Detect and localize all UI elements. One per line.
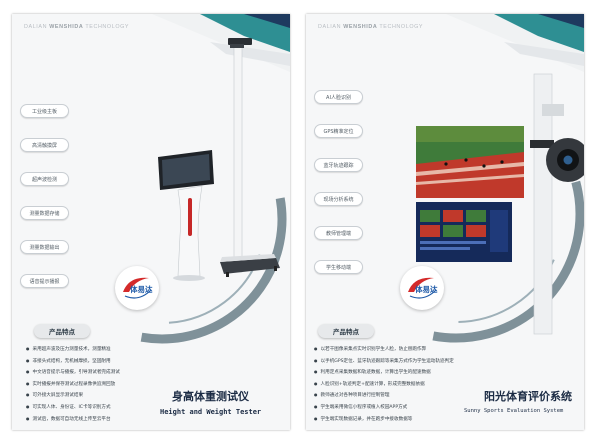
spec-item: ●教师通过对各种项目进行控制管理 <box>314 390 454 402</box>
bullet-icon: ● <box>314 357 318 363</box>
brand-suffix: TECHNOLOGY <box>379 24 424 30</box>
feature-pill: 教师管理端 <box>314 226 363 240</box>
product-title-cn: 阳光体育评价系统 <box>484 390 572 403</box>
feature-pill: AI人脸识别 <box>314 90 363 104</box>
spec-item: ●测试后，数据可自动无线上传至云平台 <box>26 414 120 426</box>
section-title: 产品特点 <box>318 324 374 338</box>
spec-text: 可实现人体、身份证、IC卡等识别方式 <box>32 404 111 410</box>
spec-item: ●实时播报并保存测试过程录像供追溯回放 <box>26 379 120 391</box>
spec-text: 可外接大屏显示测试结果 <box>32 393 84 399</box>
spec-text: 利用定点采集数据和轨迹数据，计算出学生的配速数据 <box>320 370 431 376</box>
feature-pill: 蓝牙轨迹跟踪 <box>314 158 363 172</box>
sports-system-photo <box>416 73 584 335</box>
feature-pill: 测量数据输出 <box>20 240 69 254</box>
logo-text: 体易达 <box>415 285 438 294</box>
spec-item: ●采用超声波及压力测量技术，测量精准 <box>26 344 120 356</box>
bullet-icon: ● <box>26 369 30 375</box>
bullet-icon: ● <box>26 392 30 398</box>
spec-item: ●学生端采用微信小程序或植入校园APP方式 <box>314 402 454 414</box>
spec-item: ●学生端实现数据记录，并在跑步中接收数据等 <box>314 414 454 426</box>
spec-text: 学生端采用微信小程序或植入校园APP方式 <box>320 404 408 410</box>
bullet-icon: ● <box>26 403 30 409</box>
brand-suffix: TECHNOLOGY <box>85 24 130 30</box>
spec-item: ●以手机GPS定位、蓝牙轨迹跟踪等采集方式作为学生运动轨迹判定 <box>314 356 454 368</box>
feature-pill: 现场分析系统 <box>314 192 363 206</box>
logo-swoosh-icon <box>123 277 152 299</box>
company-logo: 体易达 <box>115 266 159 310</box>
feature-pill: 工业级主板 <box>20 104 69 118</box>
product-title-en: Sunny Sports Evaluation System <box>464 408 564 414</box>
bullet-icon: ● <box>26 380 30 386</box>
spec-item: ●可实现人体、身份证、IC卡等识别方式 <box>26 402 120 414</box>
brand-prefix: DALIAN <box>24 24 48 30</box>
brochure-page-height-weight: DALIAN WENSHIDA TECHNOLOGY 工业级主板 高清触摸屏 超… <box>12 14 290 430</box>
spec-item: ●人脸识别+轨迹判定+配速计算，形成完整数据依据 <box>314 379 454 391</box>
spec-item: ●可外接大屏显示测试结果 <box>26 390 120 402</box>
product-title-cn: 身高体重测试仪 <box>172 390 249 403</box>
brand-header: DALIAN WENSHIDA TECHNOLOGY <box>24 24 129 30</box>
section-title: 产品特点 <box>34 324 90 338</box>
spec-text: 测试后，数据可自动无线上传至云平台 <box>32 416 111 422</box>
height-weight-tester-photo <box>158 38 280 281</box>
spec-text: 以若干图像采集点实时识别学生人脸，防止替跑作弊 <box>320 347 427 352</box>
logo-text: 体易达 <box>130 285 153 294</box>
spec-item: ●非接头式结构，无机械摩损，坚固耐用 <box>26 356 120 368</box>
feature-pill: 测量数据存储 <box>20 206 69 220</box>
brochure-page-sunny-sports: DALIAN WENSHIDA TECHNOLOGY <box>306 14 584 430</box>
bullet-icon: ● <box>314 392 318 398</box>
spec-text: 以手机GPS定位、蓝牙轨迹跟踪等采集方式作为学生运动轨迹判定 <box>320 358 454 364</box>
brand-name: WENSHIDA <box>343 24 378 30</box>
bullet-icon: ● <box>26 346 30 351</box>
feature-pill: 高清触摸屏 <box>20 138 69 152</box>
brand-prefix: DALIAN <box>318 24 342 30</box>
bullet-icon: ● <box>314 380 318 386</box>
spec-list: ●以若干图像采集点实时识别学生人脸，防止替跑作弊 ●以手机GPS定位、蓝牙轨迹跟… <box>314 344 454 425</box>
bullet-icon: ● <box>26 415 30 421</box>
feature-list: 工业级主板 高清触摸屏 超声波检测 测量数据存储 测量数据输出 语音提示播报 <box>20 104 69 308</box>
bullet-icon: ● <box>314 415 318 421</box>
feature-pill: GPS精准定位 <box>314 124 363 138</box>
spec-text: 实时播报并保存测试过程录像供追溯回放 <box>32 381 116 387</box>
feature-pill: 学生移动端 <box>314 260 363 274</box>
brand-name: WENSHIDA <box>49 24 84 30</box>
spec-text: 中文语音提示与播报，引导测试者完成测试 <box>32 370 120 376</box>
feature-pill: 语音提示播报 <box>20 274 69 288</box>
spec-list: ●采用超声波及压力测量技术，测量精准 ●非接头式结构，无机械摩损，坚固耐用 ●中… <box>26 344 120 425</box>
spec-text: 非接头式结构，无机械摩损，坚固耐用 <box>32 358 111 364</box>
spec-text: 人脸识别+轨迹判定+配速计算，形成完整数据依据 <box>320 381 425 387</box>
spec-text: 采用超声波及压力测量技术，测量精准 <box>32 347 111 352</box>
brand-header: DALIAN WENSHIDA TECHNOLOGY <box>318 24 423 30</box>
company-logo: 体易达 <box>400 266 444 310</box>
corner-decoration <box>327 14 584 343</box>
product-title-en: Height and Weight Tester <box>160 408 262 416</box>
bullet-icon: ● <box>26 357 30 363</box>
feature-list: AI人脸识别 GPS精准定位 蓝牙轨迹跟踪 现场分析系统 教师管理端 学生移动端 <box>314 90 363 294</box>
bullet-icon: ● <box>314 403 318 409</box>
feature-pill: 超声波检测 <box>20 172 69 186</box>
spec-text: 学生端实现数据记录，并在跑步中接收数据等 <box>320 416 413 422</box>
bullet-icon: ● <box>314 346 318 351</box>
spec-item: ●以若干图像采集点实时识别学生人脸，防止替跑作弊 <box>314 344 454 356</box>
spec-item: ●利用定点采集数据和轨迹数据，计算出学生的配速数据 <box>314 367 454 379</box>
spec-text: 教师通过对各种项目进行控制管理 <box>320 393 390 399</box>
logo-swoosh-icon <box>408 277 437 299</box>
spec-item: ●中文语音提示与播报，引导测试者完成测试 <box>26 367 120 379</box>
bullet-icon: ● <box>314 369 318 375</box>
